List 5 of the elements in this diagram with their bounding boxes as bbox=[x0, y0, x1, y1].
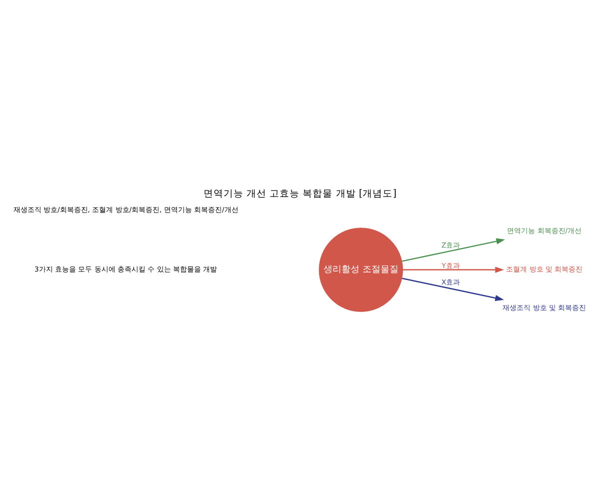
arrow bbox=[402, 278, 504, 302]
arrow bbox=[402, 238, 506, 262]
node-circle: 생리활성 조절물질 bbox=[318, 228, 403, 312]
diagram-title: 면역기능 개선 고효능 복합물 개발 [개념도] bbox=[203, 188, 397, 200]
arrow bbox=[402, 266, 504, 273]
